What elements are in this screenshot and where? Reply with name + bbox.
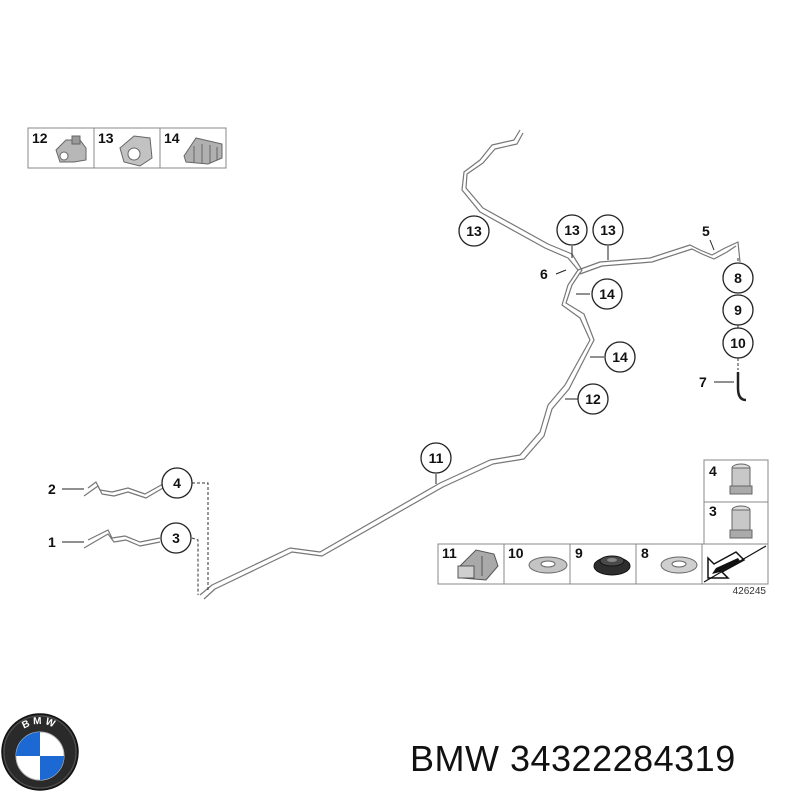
bracket-clip-icon (457, 549, 499, 581)
grommet-icon (593, 555, 631, 576)
callout-10[interactable]: 10 (722, 327, 754, 359)
front-pipe-upper (87, 481, 164, 495)
callout-14a[interactable]: 14 (591, 278, 623, 310)
legend-top-item-12[interactable]: 12 (32, 130, 87, 163)
holder-icon (119, 135, 153, 167)
brake-pipes (83, 129, 747, 600)
legend-bottom: 11 10 9 8 (437, 543, 769, 585)
legend-side-item-3-number: 3 (709, 503, 717, 519)
legend-top-item-14[interactable]: 14 (164, 130, 223, 165)
multi-clip-icon (183, 137, 223, 165)
callout-12[interactable]: 12 (577, 383, 609, 415)
callout-4[interactable]: 4 (161, 467, 193, 499)
front-pipe-lower-inner (83, 533, 161, 549)
legend-side-item-4[interactable]: 4 (709, 463, 753, 495)
legend-side-item-3[interactable]: 3 (709, 503, 753, 539)
callout-8[interactable]: 8 (722, 262, 754, 294)
main-brake-pipe (199, 129, 591, 596)
legend-top: 12 13 14 (27, 127, 227, 169)
legend-top-item-13[interactable]: 13 (98, 130, 153, 167)
callout-13b-label: 13 (564, 222, 580, 238)
legend-top-item-13-number: 13 (98, 130, 114, 146)
union-nut-icon (729, 505, 753, 539)
callout-14a-label: 14 (599, 286, 615, 302)
rear-branch-pipe-inner (579, 245, 737, 275)
callout-14b-label: 14 (612, 349, 628, 365)
legend-bottom-item-11[interactable]: 11 (442, 545, 499, 581)
direction-arrow-icon (703, 545, 767, 583)
solid-leaders (62, 238, 734, 543)
front-pipe-lower (87, 529, 161, 543)
callout-9-label: 9 (734, 302, 742, 318)
washer-icon (660, 556, 698, 574)
union-nut-icon (729, 463, 753, 495)
callout-4-label: 4 (173, 475, 181, 491)
label-6[interactable]: 6 (540, 266, 548, 282)
rear-branch-pipe (577, 241, 741, 271)
clip-icon (55, 135, 87, 163)
callout-11-label: 11 (429, 450, 444, 466)
diagram-id: 426245 (733, 586, 767, 597)
brake-hose-7 (736, 372, 747, 402)
legend-bottom-item-9[interactable]: 9 (575, 545, 631, 576)
brand-part-number: BMW 34322284319 (410, 738, 736, 779)
callout-8-label: 8 (734, 270, 742, 286)
legend-side-item-4-number: 4 (709, 463, 717, 479)
callout-11[interactable]: 11 (420, 442, 452, 474)
callout-13a-label: 13 (466, 223, 482, 239)
main-brake-pipe-inner (203, 132, 595, 600)
callout-13c-label: 13 (600, 222, 616, 238)
callout-3[interactable]: 3 (160, 522, 192, 554)
front-pipe-upper-inner (83, 485, 164, 499)
callout-14b[interactable]: 14 (604, 341, 636, 373)
callout-13a[interactable]: 13 (458, 215, 490, 247)
label-5[interactable]: 5 (702, 223, 710, 239)
callout-12-label: 12 (585, 391, 601, 407)
legend-side: 4 3 (703, 459, 769, 545)
callout-13b[interactable]: 13 (556, 214, 588, 246)
bmw-logo-letters: BMW (20, 716, 59, 732)
washer-icon (528, 556, 568, 574)
legend-bottom-item-10-number: 10 (508, 545, 524, 561)
callout-13c[interactable]: 13 (592, 214, 624, 246)
label-7[interactable]: 7 (699, 374, 707, 390)
legend-top-item-14-number: 14 (164, 130, 180, 146)
label-2[interactable]: 2 (48, 481, 56, 497)
callout-3-label: 3 (172, 530, 180, 546)
label-1[interactable]: 1 (48, 534, 56, 550)
legend-top-item-12-number: 12 (32, 130, 48, 146)
callout-10-label: 10 (730, 335, 746, 351)
legend-bottom-item-11-number: 11 (442, 545, 457, 561)
legend-bottom-item-10[interactable]: 10 (508, 545, 568, 574)
legend-bottom-item-8-number: 8 (641, 545, 649, 561)
bmw-logo: BMW (1, 713, 79, 791)
callout-9[interactable]: 9 (722, 294, 754, 326)
legend-bottom-item-8[interactable]: 8 (641, 545, 698, 574)
legend-bottom-item-9-number: 9 (575, 545, 583, 561)
